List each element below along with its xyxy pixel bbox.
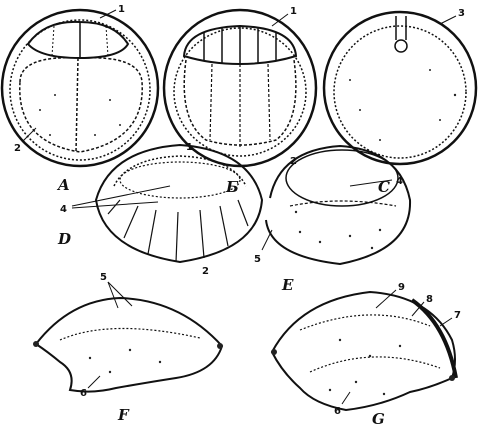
panel-a-label: A [56, 176, 70, 194]
panel-b-label: Б [225, 178, 239, 196]
panel-g-callout-7: 7 [440, 310, 461, 326]
panel-g-callout-9: 9 [376, 282, 405, 308]
svg-text:5: 5 [100, 272, 107, 283]
panel-d-callout-2: 2 [202, 266, 209, 277]
svg-text:7: 7 [454, 310, 461, 321]
svg-text:9: 9 [398, 282, 405, 293]
panel-f-drawing [33, 298, 223, 392]
panel-d-callout-1: 1 [186, 142, 193, 153]
svg-text:1: 1 [290, 6, 297, 17]
panel-f-callout-5: 5 [100, 272, 132, 308]
panel-b: 1 2 Б [164, 6, 316, 196]
panel-f-callout-6: 6 [80, 376, 100, 399]
panel-c-drawing [324, 12, 476, 164]
panel-d-callout-4: 4 [60, 186, 170, 215]
panel-d-drawing [96, 145, 262, 262]
svg-text:6: 6 [80, 388, 87, 399]
svg-text:6: 6 [334, 406, 341, 417]
svg-text:2: 2 [202, 266, 209, 277]
panel-g: 9 8 7 6 G [271, 282, 461, 428]
panel-f: 5 6 F [33, 272, 223, 424]
svg-text:5: 5 [254, 254, 261, 265]
panel-f-label: F [117, 406, 130, 424]
svg-text:8: 8 [426, 294, 433, 305]
svg-text:4: 4 [396, 176, 403, 187]
panel-b-callout-1: 1 [272, 6, 297, 26]
svg-text:1: 1 [186, 142, 193, 153]
panel-g-label: G [372, 410, 385, 428]
svg-text:1: 1 [118, 4, 125, 15]
panel-a-drawing [2, 10, 158, 166]
panel-d: 1 4 2 D [57, 142, 262, 277]
panel-c: 3 C [324, 8, 476, 196]
panel-e: 4 5 E [254, 146, 410, 294]
panel-g-callout-6: 6 [334, 392, 350, 417]
panel-c-callout-3: 3 [440, 8, 465, 24]
svg-text:4: 4 [60, 204, 67, 215]
svg-text:2: 2 [14, 143, 21, 154]
svg-text:3: 3 [458, 8, 465, 19]
panel-e-callout-4: 4 [350, 176, 403, 187]
panel-g-drawing [271, 292, 456, 410]
panel-e-label: E [281, 276, 294, 294]
panel-d-label: D [57, 230, 71, 248]
panel-e-callout-5: 5 [254, 230, 272, 265]
